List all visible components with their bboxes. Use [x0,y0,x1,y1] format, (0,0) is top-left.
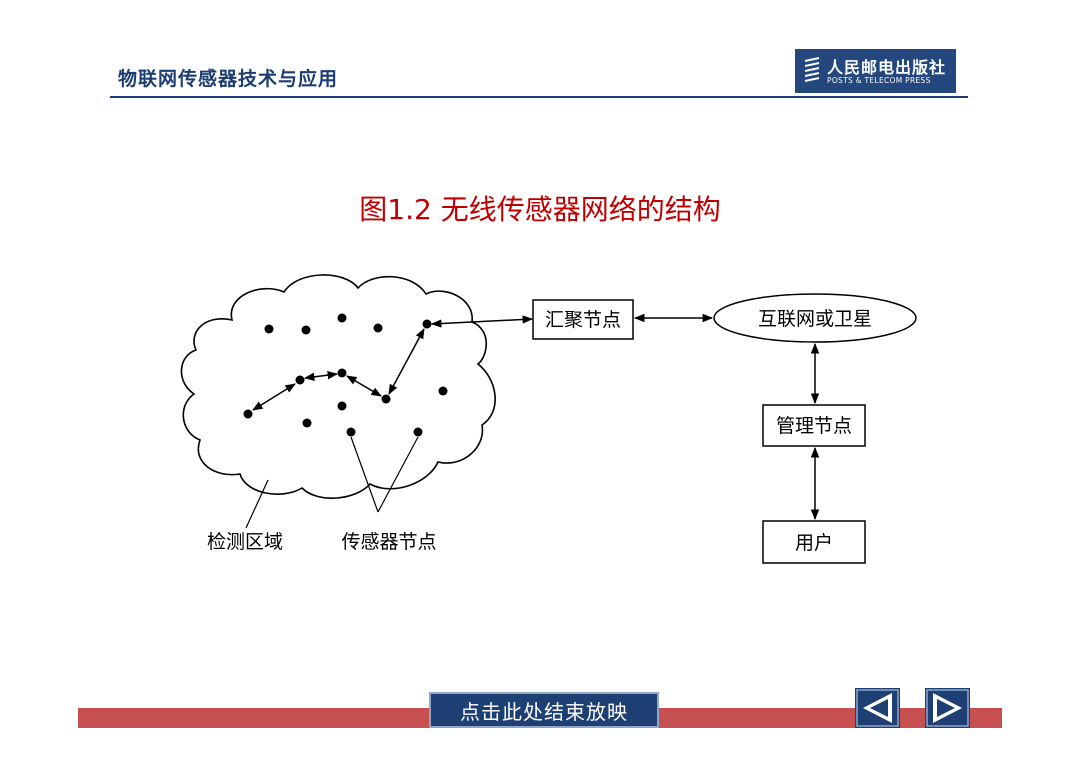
route-arrow [303,371,339,381]
internet-label: 互联网或卫星 [758,308,872,330]
monitor-area-label: 检测区域 [207,531,283,553]
triangle-left-icon [856,689,899,727]
sensor-nodes [243,313,448,437]
sensor-node [381,394,391,404]
footer-bar-middle [659,708,855,728]
sensor-node [337,313,347,323]
triangle-right-icon [926,689,969,727]
sensor-node-callout [377,436,419,513]
footer-bar-right [970,708,1002,728]
sensor-node [337,368,347,378]
sensor-node [438,386,448,396]
prev-slide-button[interactable] [855,688,900,728]
sensor-node [346,427,356,437]
sensor-node [413,427,423,437]
sensor-node [422,319,432,329]
footer-bar-gap [900,708,926,728]
course-title: 物联网传感器技术与应用 [118,68,339,90]
publisher-logo-icon [804,57,820,82]
next-slide-button[interactable] [925,688,970,728]
manager-node-box [762,404,866,447]
route-arrow [252,383,296,411]
link-arrows [633,313,820,521]
monitor-area-callout [245,479,269,529]
internet-ellipse [713,293,917,343]
header-divider [110,96,968,98]
footer-bar-left [78,708,430,728]
user-box [762,520,866,564]
sensor-node [243,409,253,419]
sensor-node [295,375,305,385]
publisher-logo: 人民邮电出版社 POSTS & TELECOM PRESS [795,49,956,93]
monitor-area-cloud [180,274,496,499]
sink-node-label: 汇聚节点 [545,309,621,331]
user-label: 用户 [795,532,833,554]
sensor-node [302,418,312,428]
sensor-node [337,401,347,411]
publisher-name-cn: 人民邮电出版社 [827,58,947,77]
route-arrow [430,315,534,328]
sensor-node [264,324,274,334]
end-show-button[interactable]: 点击此处结束放映 [429,692,659,728]
callout-lines [245,436,419,529]
sensor-nodes-label: 传感器节点 [341,531,436,553]
sensor-node-callout [350,436,379,513]
multihop-route [252,315,534,411]
route-arrow [346,375,382,397]
sensor-node [373,323,383,333]
sensor-node [301,325,311,335]
sink-node-box [532,299,634,340]
manager-node-label: 管理节点 [776,415,852,437]
publisher-name-en: POSTS & TELECOM PRESS [827,76,931,85]
route-arrow [388,328,425,395]
figure-title: 图1.2 无线传感器网络的结构 [359,193,721,226]
